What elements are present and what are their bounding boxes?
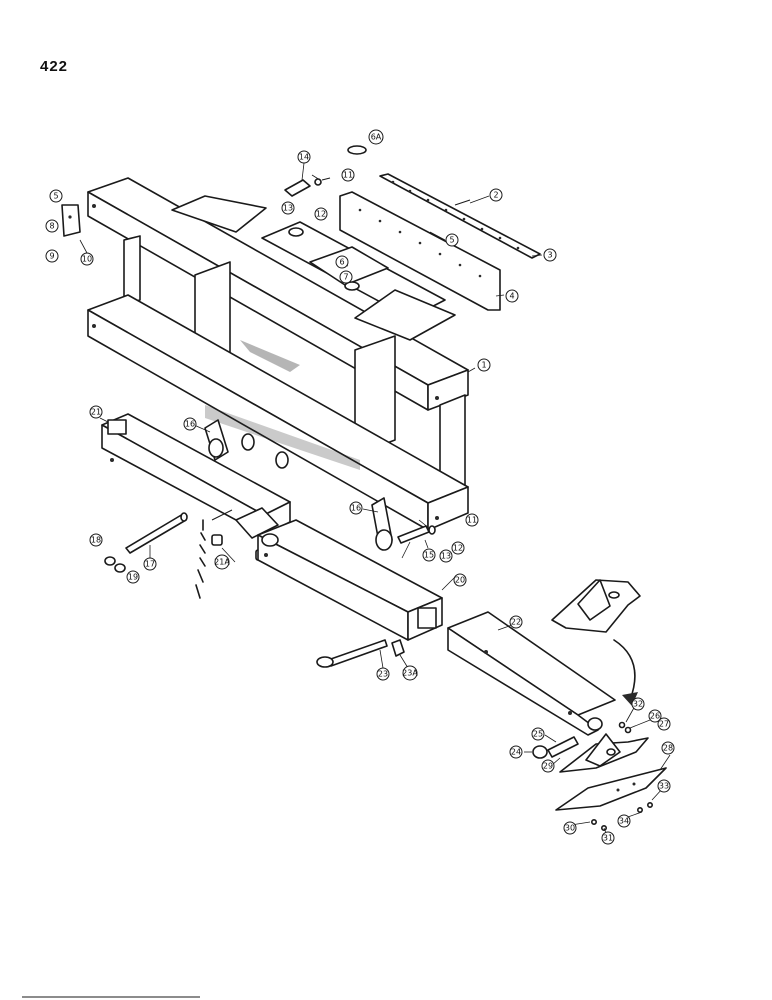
svg-text:5: 5 <box>449 236 454 245</box>
svg-text:23A: 23A <box>402 669 418 678</box>
pin-23-hardware <box>316 639 405 668</box>
callout-23: 23 <box>376 667 390 681</box>
svg-text:25: 25 <box>533 730 543 739</box>
callout-2: 2 <box>489 188 503 202</box>
svg-text:9: 9 <box>49 252 54 261</box>
svg-text:27: 27 <box>659 720 669 729</box>
callout-11-right: 11 <box>465 513 479 527</box>
svg-text:23: 23 <box>378 670 388 679</box>
svg-text:10: 10 <box>82 255 92 264</box>
main-frame <box>87 177 469 531</box>
svg-text:11: 11 <box>467 516 477 525</box>
pivot-links <box>204 419 393 551</box>
callout-26: 26 <box>648 709 662 723</box>
callout-19: 19 <box>126 570 140 584</box>
svg-text:6: 6 <box>339 258 344 267</box>
callout-13-right: 13 <box>439 549 453 563</box>
svg-text:13: 13 <box>283 204 293 213</box>
top-pin-hardware <box>61 145 367 237</box>
svg-text:31: 31 <box>603 834 613 843</box>
callout-16-right: 16 <box>349 501 363 515</box>
svg-text:19: 19 <box>128 573 138 582</box>
callout-30: 30 <box>563 821 577 835</box>
callout-32: 32 <box>631 697 645 711</box>
svg-text:15: 15 <box>424 551 434 560</box>
svg-text:34: 34 <box>619 817 629 826</box>
svg-text:16: 16 <box>351 504 361 513</box>
callout-12-top: 12 <box>314 207 328 221</box>
svg-text:1: 1 <box>481 361 486 370</box>
svg-text:20: 20 <box>455 576 465 585</box>
callout-17: 17 <box>143 557 157 571</box>
svg-text:3: 3 <box>547 251 552 260</box>
callout-33: 33 <box>657 779 671 793</box>
right-arm <box>257 519 443 641</box>
callout-5-top: 5 <box>49 189 63 203</box>
callout-16-left: 16 <box>183 417 197 431</box>
callout-25: 25 <box>531 727 545 741</box>
svg-text:21: 21 <box>91 408 101 417</box>
callout-31: 31 <box>601 831 615 845</box>
svg-text:5: 5 <box>53 192 58 201</box>
svg-text:18: 18 <box>91 536 101 545</box>
callout-12-right: 12 <box>451 541 465 555</box>
callout-1: 1 <box>477 358 491 372</box>
callout-11-top: 11 <box>341 168 355 182</box>
callout-27: 27 <box>657 717 671 731</box>
callout-24: 24 <box>509 745 523 759</box>
svg-text:22: 22 <box>511 618 521 627</box>
callout-15: 15 <box>422 548 436 562</box>
svg-text:6A: 6A <box>371 133 382 142</box>
left-arm <box>101 413 291 599</box>
svg-text:30: 30 <box>565 824 575 833</box>
callout-9: 9 <box>45 249 59 263</box>
callout-21a: 21A <box>214 554 230 570</box>
callout-5-strip: 5 <box>445 233 459 247</box>
svg-text:26: 26 <box>650 712 660 721</box>
callout-34: 34 <box>617 814 631 828</box>
svg-text:12: 12 <box>453 544 463 553</box>
svg-text:17: 17 <box>145 560 155 569</box>
svg-text:14: 14 <box>299 153 309 162</box>
page-number: 422 <box>40 58 69 75</box>
svg-text:11: 11 <box>343 171 353 180</box>
svg-text:13: 13 <box>441 552 451 561</box>
callout-4: 4 <box>505 289 519 303</box>
svg-text:28: 28 <box>663 744 673 753</box>
callout-8: 8 <box>45 219 59 233</box>
callout-6a: 6A <box>368 129 384 145</box>
callout-13-top: 13 <box>281 201 295 215</box>
callout-28: 28 <box>661 741 675 755</box>
blade-arm <box>447 611 616 736</box>
svg-text:16: 16 <box>185 420 195 429</box>
svg-text:4: 4 <box>509 292 514 301</box>
callout-7: 7 <box>339 270 353 284</box>
callout-3: 3 <box>543 248 557 262</box>
svg-text:33: 33 <box>659 782 669 791</box>
svg-text:32: 32 <box>633 700 643 709</box>
callout-10: 10 <box>80 252 94 266</box>
callout-18: 18 <box>89 533 103 547</box>
svg-text:2: 2 <box>493 191 498 200</box>
callout-14: 14 <box>297 150 311 164</box>
callout-29: 29 <box>541 759 555 773</box>
callout-21: 21 <box>89 405 103 419</box>
svg-text:29: 29 <box>543 762 553 771</box>
callout-20: 20 <box>453 573 467 587</box>
svg-text:8: 8 <box>49 222 54 231</box>
wear-strip-assembly <box>339 173 541 311</box>
svg-text:21A: 21A <box>214 558 230 567</box>
svg-text:7: 7 <box>343 273 348 282</box>
callout-23a: 23A <box>402 665 418 681</box>
tooth-shoe-assembly <box>532 579 667 831</box>
svg-text:24: 24 <box>511 748 521 757</box>
svg-text:12: 12 <box>316 210 326 219</box>
callout-6: 6 <box>335 255 349 269</box>
callout-22: 22 <box>509 615 523 629</box>
